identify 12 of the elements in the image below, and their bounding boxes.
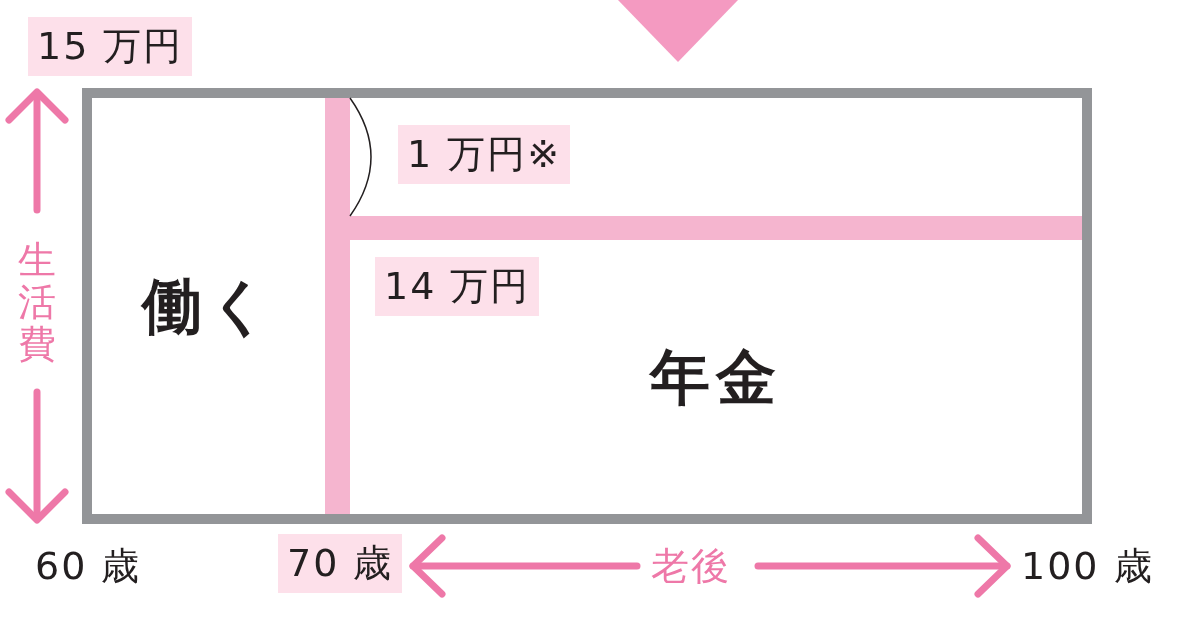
axis-label: 生活費: [18, 240, 56, 366]
amount-label: 1 万円※: [398, 125, 571, 184]
age-label: 60 歳: [35, 543, 142, 589]
section-title: 年金: [650, 342, 782, 412]
amount-label: 14 万円: [375, 257, 540, 316]
amount-label: 15 万円: [28, 17, 193, 76]
age-label: 70 歳: [278, 534, 403, 593]
outer-frame: [82, 88, 1092, 524]
axis-label: 老後: [651, 543, 731, 589]
age-label: 100 歳: [1021, 543, 1154, 589]
upper-panel: [350, 98, 1082, 240]
section-title: 働く: [142, 271, 275, 341]
